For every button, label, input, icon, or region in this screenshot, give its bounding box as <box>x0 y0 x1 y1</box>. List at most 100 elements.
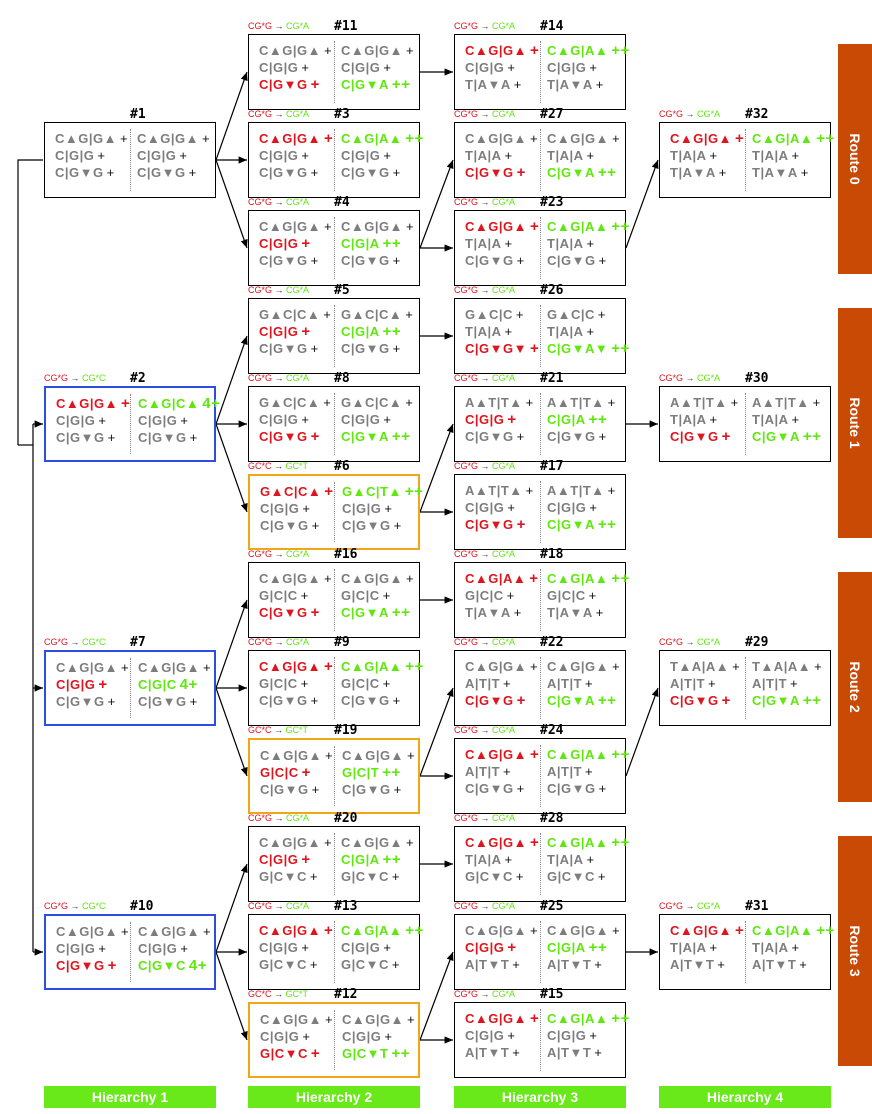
sequence-text: C▲G|G▲ <box>341 571 403 586</box>
sequence-row: C|G▼G+ <box>465 692 549 709</box>
sign-mark: + <box>406 748 416 763</box>
state-box-23: C▲G|G▲+T|A|A+C|G▼G+C▲G|A▲++T|A|A+C|G▼G+ <box>454 210 629 286</box>
box-left-half: A▲T|T▲+C|G|G+C|G▼G+ <box>465 394 549 445</box>
sign-mark: + <box>611 131 621 146</box>
sequence-text: C|G|A <box>341 324 380 339</box>
rule-to: CG*A <box>286 549 310 559</box>
sequence-row: G|C|C+ <box>547 587 631 604</box>
sequence-text: G|C▼C <box>465 869 513 884</box>
sequence-text: C|G▼G <box>259 429 308 444</box>
sign-mark: ++ <box>611 570 630 587</box>
sign-mark: + <box>595 77 604 92</box>
sequence-text: C▲G|G▲ <box>670 131 732 146</box>
sequence-row: C▲G|G▲+ <box>342 1011 426 1028</box>
sequence-row: G▲C|C▲+ <box>259 306 343 323</box>
sign-mark: + <box>310 428 320 445</box>
sequence-text: C|G▼G <box>670 693 719 708</box>
sequence-text: C|G▼C <box>138 958 186 973</box>
sequence-row: C|G▼A++ <box>341 76 425 93</box>
sequence-text: C|G|G <box>341 148 381 163</box>
box-id-label-1: #1 <box>130 107 146 122</box>
sequence-text: C|G|G <box>259 852 299 867</box>
sign-mark: + <box>730 395 739 410</box>
sequence-text: C|G▼G <box>341 165 390 180</box>
sequence-text: C▲G|G▲ <box>465 131 527 146</box>
box-id-label-25: #25 <box>540 899 564 914</box>
sign-mark: + <box>513 605 522 620</box>
sign-mark: + <box>189 694 198 709</box>
sequence-text: C|G|G <box>465 1028 505 1043</box>
box-divider <box>334 393 335 455</box>
sequence-text: A|T|T <box>465 676 501 691</box>
box-divider <box>540 921 541 983</box>
sequence-text: C|G|G <box>259 236 299 251</box>
sign-mark: + <box>120 660 130 675</box>
sequence-text: C▲G|G▲ <box>342 1012 404 1027</box>
edge-10-20 <box>215 863 248 953</box>
sign-mark: + <box>201 131 211 146</box>
sign-mark: ++ <box>382 764 401 781</box>
sign-mark: + <box>301 851 311 868</box>
sign-mark: + <box>383 412 392 427</box>
sign-mark: + <box>512 1045 521 1060</box>
sign-mark: + <box>391 869 400 884</box>
sequence-text: G|C|C <box>547 588 586 603</box>
sequence-text: C▲G|G▲ <box>56 660 118 675</box>
sequence-text: T|A|A <box>465 324 502 339</box>
sequence-row: C|G▼G+ <box>259 252 343 269</box>
sequence-row: T|A|A+ <box>752 939 836 956</box>
sequence-row: C|G|G+ <box>465 499 549 516</box>
sequence-row: C▲G|G▲+ <box>670 922 754 939</box>
rule-label-31: CG*G → CG*A <box>659 901 720 911</box>
rule-to: CG*A <box>697 901 721 911</box>
sequence-row: C|G▼G+ <box>259 692 343 709</box>
sequence-row: C▲G|A▲++ <box>547 42 631 59</box>
sign-mark: + <box>392 165 401 180</box>
sequence-row: T|A|A+ <box>547 147 631 164</box>
state-box-20: C▲G|G▲+C|G|G+G|C▼C+C▲G|G▲+C|G|A++G|C▼C+ <box>248 826 420 902</box>
sign-mark: + <box>302 1029 311 1044</box>
sign-mark: + <box>734 130 745 147</box>
sign-mark: + <box>202 660 212 675</box>
sequence-row: C|G|A++ <box>547 411 631 428</box>
sign-mark: + <box>589 500 598 515</box>
state-box-30: A▲T|T▲+T|A|A+C|G▼G+A▲T|T▲+T|A|A+C|G▼A++ <box>659 386 831 462</box>
sign-mark: + <box>383 940 392 955</box>
sequence-row: A▲T|T▲+ <box>670 394 754 411</box>
sequence-text: C|G▼G <box>259 605 308 620</box>
sequence-text: C|G|A <box>341 236 380 251</box>
sequence-text: C▲G|A▲ <box>547 747 609 762</box>
edge-10-12 <box>215 951 248 1041</box>
sign-mark: + <box>300 676 309 691</box>
sequence-row: C▲G|G▲+ <box>670 130 754 147</box>
sequence-text: C|G|G <box>260 1029 300 1044</box>
box-id-label-6: #6 <box>334 459 350 474</box>
sign-mark: + <box>392 341 401 356</box>
sign-mark: + <box>597 307 606 322</box>
sequence-row: G▲C|T▲++ <box>342 483 426 500</box>
rule-to: CG*A <box>492 989 516 999</box>
sequence-text: C▲G|G▲ <box>259 219 321 234</box>
sequence-row: C▲G|A▲++ <box>752 130 836 147</box>
sign-mark: + <box>589 1028 598 1043</box>
sign-mark: + <box>799 957 808 972</box>
rule-arrow: → <box>478 549 493 559</box>
sign-mark: + <box>323 395 332 410</box>
sign-mark: + <box>391 957 400 972</box>
sign-mark: + <box>800 165 809 180</box>
sequence-row: C▲G|G▲+ <box>341 834 425 851</box>
sequence-text: C▲G|G▲ <box>465 43 527 58</box>
sequence-text: C|G|G <box>56 941 96 956</box>
sequence-text: T|A|A <box>752 412 789 427</box>
box-left-half: G▲C|C▲+C|G|G+C|G▼G+ <box>259 394 343 445</box>
sequence-row: T|A▼A+ <box>547 76 631 93</box>
sequence-row: G▲C|C▲+ <box>259 394 343 411</box>
sequence-row: C▲G|G▲+ <box>342 747 426 764</box>
sign-mark: + <box>734 922 745 939</box>
sequence-text: C|G|G <box>138 413 178 428</box>
rule-from: CG*G <box>248 285 273 295</box>
state-box-3: C▲G|G▲+C|G|G+C|G▼G+C▲G|A▲++C|G|G+C|G▼G+ <box>248 122 423 198</box>
rule-from: CG*G <box>248 813 273 823</box>
sequence-text: T|A▼A <box>670 165 716 180</box>
rule-label-16: CG*G → CG*A <box>248 549 309 559</box>
